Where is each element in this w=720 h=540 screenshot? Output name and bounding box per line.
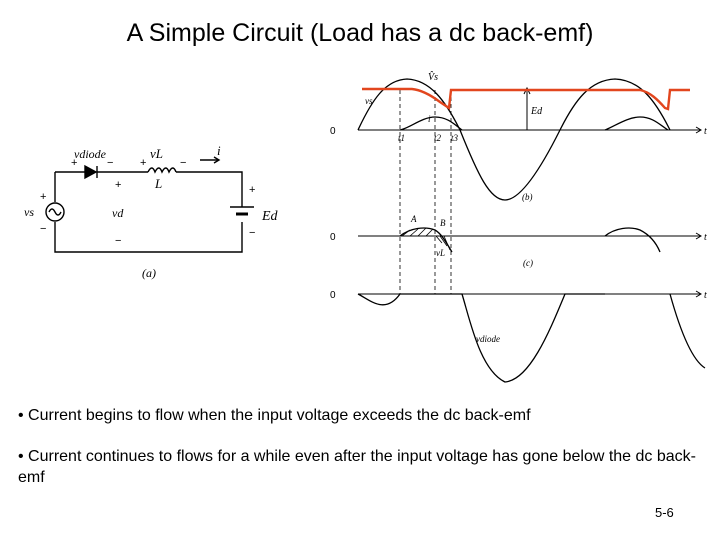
diode-minus: − [107,157,113,169]
slide-title: A Simple Circuit (Load has a dc back-emf… [126,19,594,47]
vdiode-label: vdiode [476,334,500,344]
ed-plot-label: Ed [530,106,543,117]
diode-plus: + [71,157,77,169]
inductor-minus: − [180,157,186,169]
area-b-label: B [440,218,446,228]
inductor-label: L [154,176,162,191]
battery-minus: − [249,227,255,239]
wire-top-right [176,171,243,207]
current-pulse-1 [399,116,463,131]
vl-waveform-2 [604,227,661,253]
current-label: i [217,143,221,158]
t-label-b: t [704,126,707,137]
vd-plus: + [115,179,121,191]
area-a-label: A [410,214,417,224]
vs-waveform-b [357,78,671,201]
t-label-c: t [704,232,707,243]
diode-icon [84,164,98,180]
ac-wave-icon [48,208,62,216]
ac-source-icon [45,202,65,222]
vhat-label: V̂s [428,70,438,83]
i-label: i [428,114,431,124]
battery-plus: + [249,184,255,196]
output-voltage-label: vd [112,206,124,220]
caption-b: (b) [522,192,533,202]
inductor-plus: + [140,157,146,169]
axis-c-arrow-icon [695,232,702,240]
wire-bottom [54,222,243,253]
caption-c: (c) [523,258,533,268]
source-plus: + [40,191,46,203]
slide-number: 5-6 [655,505,674,520]
circuit-caption: (a) [142,266,156,280]
hatched-area-a-b [401,227,451,251]
ed-highlight-overlay [362,87,690,111]
axis-b-arrow-icon [695,126,702,134]
zero-label-c: 0 [330,232,336,243]
bullet-current-begins: • Current begins to flow when the input … [18,407,531,424]
t-label-d: t [704,290,707,301]
vdiode-waveform [357,293,706,383]
emf-label: Ed [261,209,279,224]
circuit-diagram [45,156,254,253]
t2-label: t2 [434,133,442,143]
bullet-current-continues: • Current continues to flows for a while… [18,448,696,486]
axis-d-arrow-icon [695,290,702,298]
time-markers [399,90,452,294]
source-label: vs [24,205,34,219]
current-arrow-icon [213,156,221,164]
ed-arrow-icon [523,86,531,95]
vl-label: vL [436,248,445,258]
inductor-voltage-label: vL [150,146,163,161]
inductor-icon [147,167,177,174]
vs-label: vs [365,96,373,106]
diode-voltage-label: vdiode [74,147,107,161]
source-minus: − [40,223,46,235]
current-pulse-2 [604,116,669,131]
t1-label: t1 [398,133,405,143]
t3-label: t3 [451,133,459,143]
zero-label-b: 0 [330,126,336,137]
zero-label-d: 0 [330,290,336,301]
vd-minus: − [115,235,121,247]
